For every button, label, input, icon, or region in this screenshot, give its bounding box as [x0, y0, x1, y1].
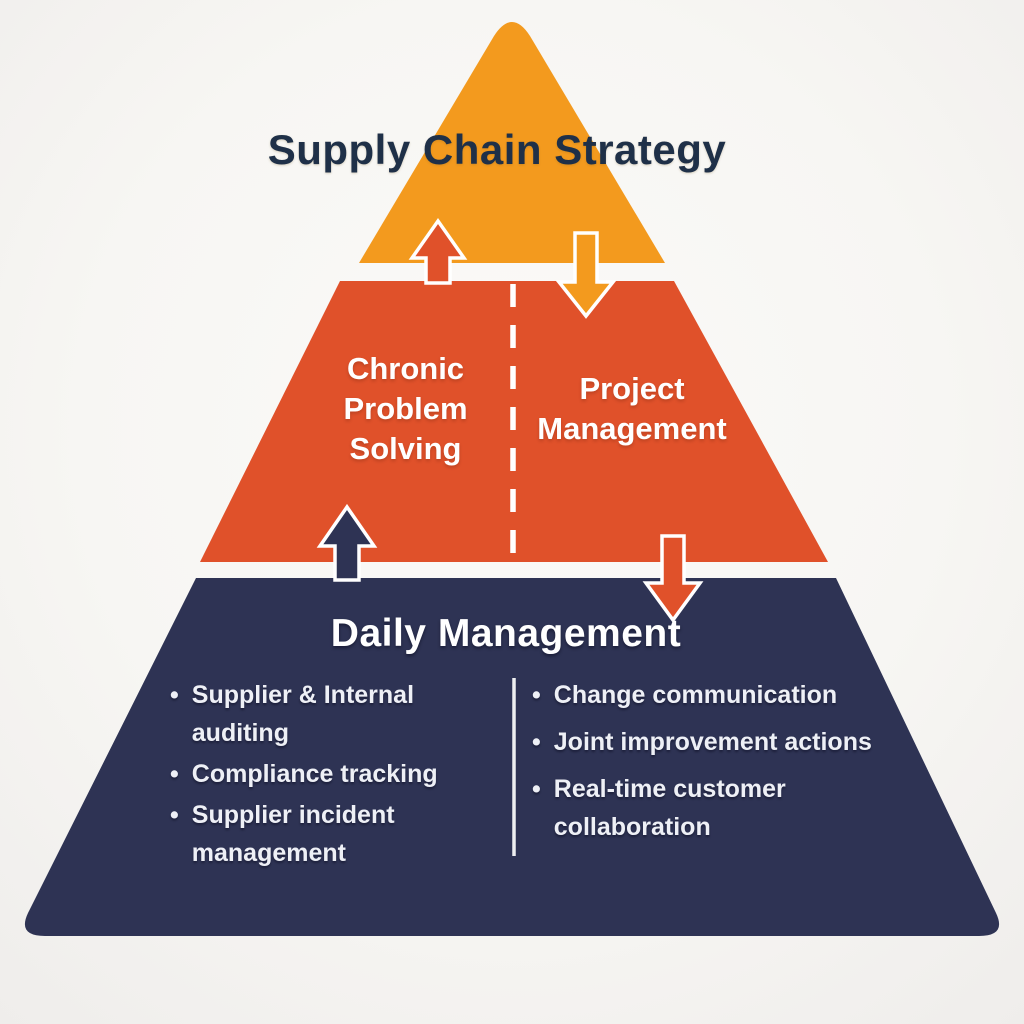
list-item: • Joint improvement actions: [532, 723, 924, 761]
bullet-icon: •: [532, 728, 541, 756]
middle-tier-left-label: Chronic Problem Solving: [343, 351, 468, 466]
list-item-label: Supplier & Internal auditing: [191, 681, 415, 747]
list-item-label: Real-time customer collaboration: [553, 775, 786, 841]
bullet-icon: •: [170, 681, 179, 709]
bullet-icon: •: [532, 681, 541, 709]
pyramid-top-tier: [359, 22, 665, 263]
page-title: Supply Chain Strategy: [267, 126, 727, 173]
list-item-label: Compliance tracking: [191, 760, 438, 788]
list-item-label: Supplier incident management: [191, 801, 395, 867]
middle-tier-right-label: Project Management: [537, 371, 727, 446]
list-item: • Change communication: [532, 676, 924, 714]
list-item-label: Change communication: [553, 681, 838, 709]
arrow-down-to-middle-icon: [555, 231, 617, 319]
arrow-down-to-daily-icon: [642, 534, 704, 623]
arrow-up-to-middle-icon: [316, 503, 378, 582]
list-item: • Compliance tracking: [170, 755, 480, 793]
list-item: • Real-time customer collaboration: [532, 770, 924, 846]
bottom-tier-label: Daily Management: [330, 612, 682, 655]
bullet-icon: •: [170, 801, 179, 829]
bullet-icon: •: [532, 775, 541, 803]
bullet-list-right: • Change communication • Joint improveme…: [532, 676, 924, 855]
pyramid-bottom-tier: [24, 578, 1000, 936]
arrow-up-to-strategy-icon: [408, 217, 468, 285]
bullet-icon: •: [170, 760, 179, 788]
list-item: • Supplier incident management: [170, 796, 480, 872]
bullet-list-left: • Supplier & Internal auditing • Complia…: [170, 676, 480, 875]
list-item: • Supplier & Internal auditing: [170, 676, 480, 752]
list-item-label: Joint improvement actions: [553, 728, 872, 756]
